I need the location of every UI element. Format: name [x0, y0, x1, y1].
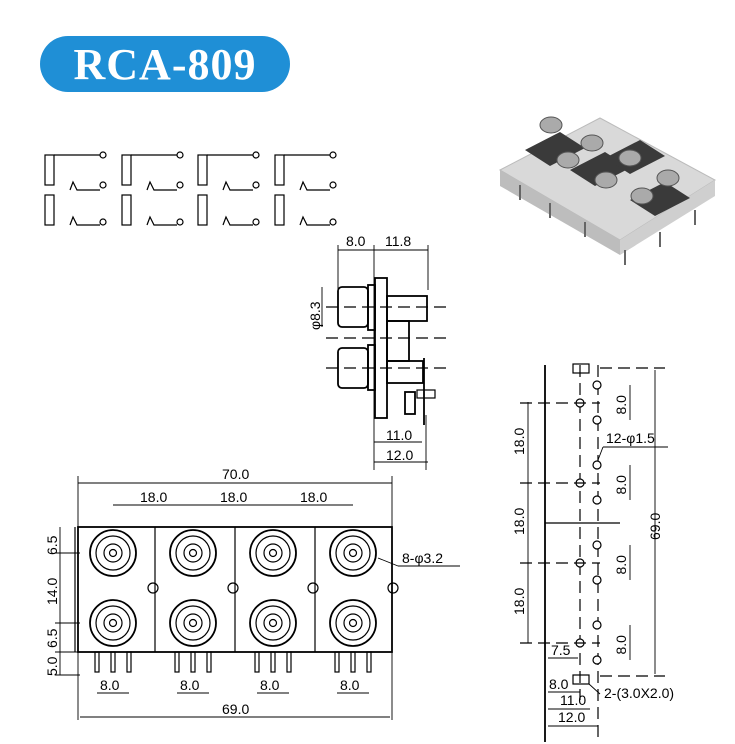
bottom-pin-dim-4: 8.0	[613, 635, 629, 655]
front-dim-pitch-1: 18.0	[140, 489, 167, 505]
side-dim-8: 8.0	[346, 233, 366, 249]
schematic-symbols	[44, 151, 337, 226]
mounting-hole	[307, 582, 319, 594]
switch-contact-icon	[121, 154, 132, 186]
front-dim-pitch-2: 18.0	[220, 489, 247, 505]
switch-contact-icon	[197, 154, 208, 186]
bottom-pin-dim-3: 8.0	[613, 555, 629, 575]
title-badge: RCA-809	[40, 36, 290, 92]
rca-jack	[169, 529, 217, 577]
pin-hole	[592, 460, 602, 470]
terminal-icon	[329, 218, 337, 226]
terminal-icon	[99, 181, 107, 189]
front-pin-spacing-1: 8.0	[100, 677, 120, 693]
pin-hole	[592, 575, 602, 585]
terminal-icon	[176, 218, 184, 226]
mounting-hole	[227, 582, 239, 594]
pin-hole	[592, 540, 602, 550]
bottom-dim-pitch-1: 18.0	[511, 428, 527, 455]
product-title: RCA-809	[73, 39, 257, 89]
terminal-icon	[329, 181, 337, 189]
side-view: 8.0 11.8 φ8.3 11.0 12.0	[307, 233, 450, 470]
pin-hole	[592, 380, 602, 390]
front-dim-14: 14.0	[44, 578, 60, 605]
mounting-hole	[147, 582, 159, 594]
pin	[254, 651, 260, 673]
pin	[270, 651, 276, 673]
terminal-icon	[252, 151, 260, 159]
bottom-pin-dim-1: 8.0	[613, 395, 629, 415]
product-photo	[498, 116, 716, 265]
terminal-icon	[252, 181, 260, 189]
pin	[174, 651, 180, 673]
terminal-icon	[329, 151, 337, 159]
side-dim-12: 12.0	[386, 447, 413, 463]
pin-hole	[592, 495, 602, 505]
mounting-hole	[387, 582, 399, 594]
pin	[334, 651, 340, 673]
side-dim-diameter: φ8.3	[307, 301, 323, 330]
bottom-hole-note: 12-φ1.5	[606, 430, 655, 446]
bottom-view: 69.0 18.0 18.0 18.0 12-φ1.5 7.5 8.0 11.0…	[511, 363, 674, 742]
front-pin-spacing-4: 8.0	[340, 677, 360, 693]
pin	[94, 651, 100, 673]
terminal-icon	[176, 181, 184, 189]
bottom-dim-8: 8.0	[549, 676, 569, 692]
pin	[350, 651, 356, 673]
front-dim-5: 5.0	[44, 656, 60, 676]
pin	[286, 651, 292, 673]
rca-jack	[329, 529, 377, 577]
front-dim-bottom-width: 69.0	[222, 701, 249, 717]
front-dim-6-5-bottom: 6.5	[44, 628, 60, 648]
bottom-dim-length: 69.0	[647, 513, 663, 540]
pin	[366, 651, 372, 673]
bottom-dim-pitch-3: 18.0	[511, 588, 527, 615]
bottom-dim-pitch-2: 18.0	[511, 508, 527, 535]
front-dim-6-5-top: 6.5	[44, 535, 60, 555]
front-view: 70.0 18.0 18.0 18.0 6.5 14.0 6.5 5.0 8-φ…	[44, 466, 460, 720]
rca-jack	[89, 599, 137, 647]
terminal-icon	[99, 218, 107, 226]
front-dim-width: 70.0	[222, 466, 249, 482]
switch-contact-icon	[197, 194, 208, 226]
front-dim-pitch-3: 18.0	[300, 489, 327, 505]
side-dim-11: 11.0	[386, 427, 412, 443]
front-hole-note: 8-φ3.2	[402, 550, 443, 566]
switch-contact-icon	[44, 154, 55, 186]
bottom-slot-note: 2-(3.0X2.0)	[604, 685, 674, 701]
front-pin-spacing-3: 8.0	[260, 677, 280, 693]
switch-contact-icon	[274, 194, 285, 226]
bottom-dim-12: 12.0	[558, 709, 585, 725]
pin	[126, 651, 132, 673]
rca-jack	[169, 599, 217, 647]
switch-contact-icon	[121, 194, 132, 226]
pin	[190, 651, 196, 673]
terminal-icon	[252, 218, 260, 226]
pin-hole	[592, 415, 602, 425]
pin-hole	[592, 620, 602, 630]
switch-contact-icon	[274, 154, 285, 186]
pin-hole	[592, 655, 602, 665]
switch-contact-icon	[44, 194, 55, 226]
front-pin-spacing-2: 8.0	[180, 677, 200, 693]
pin	[206, 651, 212, 673]
rca-jack	[89, 529, 137, 577]
rca-jack	[249, 599, 297, 647]
terminal-icon	[99, 151, 107, 159]
bottom-dim-7-5: 7.5	[551, 642, 571, 658]
rca-jack	[249, 529, 297, 577]
pin	[110, 651, 116, 673]
rca-jack	[329, 599, 377, 647]
side-dim-11-8: 11.8	[385, 233, 411, 249]
terminal-icon	[176, 151, 184, 159]
bottom-pin-dim-2: 8.0	[613, 475, 629, 495]
bottom-dim-11: 11.0	[560, 692, 586, 708]
